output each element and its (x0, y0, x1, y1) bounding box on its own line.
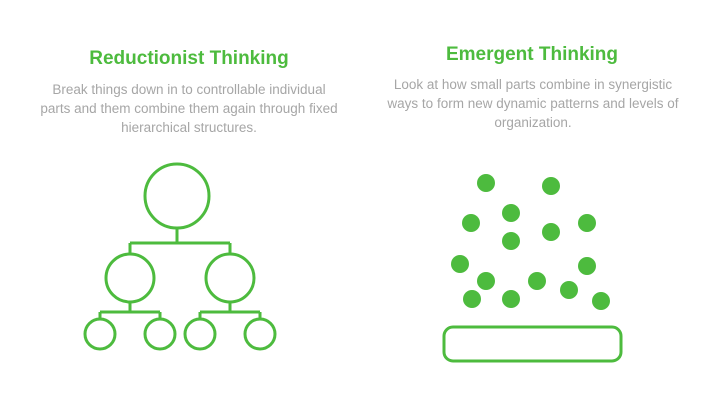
tree-leaf-node (183, 317, 217, 351)
tree-mid-node (104, 252, 156, 304)
reductionist-title: Reductionist Thinking (89, 48, 289, 69)
emergent-dot (542, 223, 560, 241)
tree-mid-node (204, 252, 256, 304)
tree-leaf-node (83, 317, 117, 351)
emergent-dot (502, 232, 520, 250)
emergent-dot (451, 255, 469, 273)
reductionist-description: Break things down in to controllable ind… (40, 82, 338, 135)
emergent-dot (463, 290, 481, 308)
emergent-base-bar (442, 325, 623, 363)
emergent-dot (560, 281, 578, 299)
hierarchy-tree (83, 162, 277, 351)
emergent-title: Emergent Thinking (445, 44, 619, 65)
tree-leaf-node (243, 317, 277, 351)
emergent-dot (477, 174, 495, 192)
emergent-dot (502, 204, 520, 222)
emergent-description: Look at how small parts combine in syner… (387, 77, 679, 130)
tree-root-node (143, 162, 211, 230)
emergent-dot (462, 214, 480, 232)
emergent-dot (578, 257, 596, 275)
emergent-dot (528, 272, 546, 290)
emergent-dot (592, 292, 610, 310)
emergent-dot (542, 177, 560, 195)
tree-leaf-node (143, 317, 177, 351)
emergent-dots (451, 174, 610, 310)
emergent-dot (502, 290, 520, 308)
emergent-dot (578, 214, 596, 232)
emergent-dot (477, 272, 495, 290)
